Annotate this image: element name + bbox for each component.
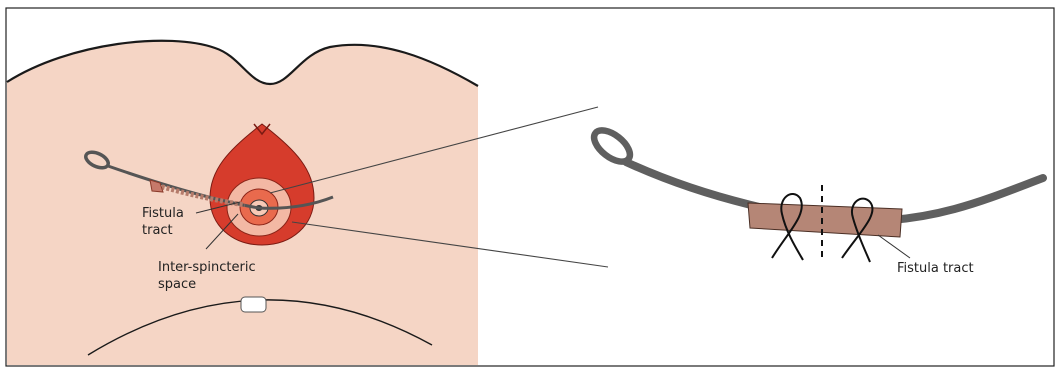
inter-sphincteric-label-2: space — [158, 277, 196, 292]
inter-sphincteric-label-1: Inter-spincteric — [158, 260, 256, 275]
small-marker — [241, 297, 266, 312]
perineum-illustration: Fistula tract Inter-spincteric space — [7, 41, 478, 365]
fistula-tract-label-2: tract — [142, 223, 173, 238]
fistula-tract-detail-label: Fistula tract — [897, 261, 974, 276]
fistula-tract-label-1: Fistula — [142, 206, 184, 221]
